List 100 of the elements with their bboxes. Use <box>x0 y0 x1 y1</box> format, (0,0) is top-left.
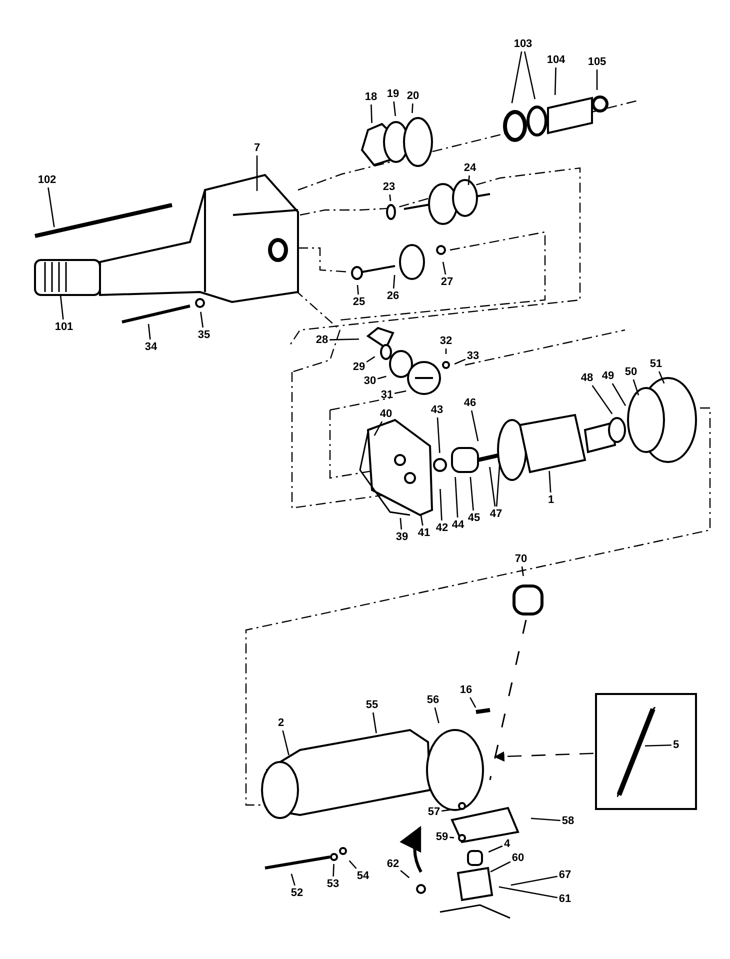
callout-number: 30 <box>364 375 376 387</box>
leader-line <box>256 156 258 191</box>
callout-number: 16 <box>460 684 472 696</box>
callout-number: 18 <box>364 91 378 103</box>
leader-line <box>454 476 458 518</box>
leader-line <box>445 348 447 354</box>
leader-line <box>596 70 598 90</box>
leader-line <box>632 379 640 396</box>
leader-line <box>470 697 476 708</box>
leader-line <box>592 385 613 414</box>
callout-number: 4 <box>504 838 510 850</box>
callout-number: 52 <box>290 887 304 899</box>
callout-number: 42 <box>436 522 448 534</box>
leader-line <box>450 836 454 838</box>
leader-line <box>434 707 440 724</box>
leader-line <box>442 809 452 812</box>
callout-number: 44 <box>452 519 464 531</box>
callout-number: 48 <box>580 372 594 384</box>
leader-line <box>612 383 626 406</box>
leader-line <box>511 51 522 104</box>
leader-line <box>524 51 536 100</box>
callout-number: 40 <box>380 408 392 420</box>
arrow <box>494 751 594 762</box>
callout-number: 27 <box>440 276 454 288</box>
callout-number: 45 <box>468 512 480 524</box>
leader-line <box>356 284 359 295</box>
leader-line <box>530 818 560 822</box>
leader-line <box>489 466 496 507</box>
leader-line <box>496 464 500 507</box>
leader-line <box>440 488 442 521</box>
callout-number: 5 <box>672 739 680 751</box>
leader-line <box>470 476 474 511</box>
leader-line <box>394 390 406 394</box>
callout-number: 25 <box>352 296 366 308</box>
callout-number: 35 <box>198 329 210 341</box>
callout-number: 54 <box>356 870 370 882</box>
leader-line <box>282 730 290 756</box>
callout-number: 46 <box>464 397 476 409</box>
leader-line <box>370 104 372 124</box>
callout-number: 34 <box>144 341 158 353</box>
leader-line <box>48 187 55 228</box>
leader-line <box>60 294 64 320</box>
leader-line <box>393 101 396 116</box>
callout-number: 70 <box>514 553 528 565</box>
leader-line <box>454 358 466 365</box>
leader-line <box>400 518 402 530</box>
leader-line <box>200 312 204 328</box>
leader-line <box>389 194 392 202</box>
callout-number: 47 <box>490 508 502 520</box>
callout-number: 59 <box>436 831 448 843</box>
callout-number: 31 <box>380 389 394 401</box>
callout-number: 58 <box>562 815 574 827</box>
callout-number: 43 <box>430 404 444 416</box>
leader-line <box>148 324 151 340</box>
callout-number: 41 <box>418 527 430 539</box>
callout-number: 23 <box>382 181 396 193</box>
leader-line <box>554 67 556 96</box>
leader-line <box>400 870 410 878</box>
callout-number: 26 <box>386 290 400 302</box>
callout-number: 29 <box>352 361 366 373</box>
callout-number: 105 <box>588 56 606 68</box>
leader-line <box>372 712 377 734</box>
leader-line <box>374 421 383 436</box>
callout-number: 2 <box>278 717 284 729</box>
callout-number: 33 <box>466 350 480 362</box>
leader-line <box>548 470 552 493</box>
leader-line <box>490 861 511 872</box>
callout-number: 20 <box>406 90 420 102</box>
callout-number: 101 <box>54 321 74 333</box>
callout-number: 53 <box>326 878 340 890</box>
leader-line <box>510 876 558 886</box>
callout-number: 102 <box>38 174 56 186</box>
leader-line <box>442 262 446 275</box>
callout-number: 61 <box>558 893 572 905</box>
callout-number: 24 <box>464 162 476 174</box>
callout-number: 55 <box>366 699 378 711</box>
leader-line <box>348 860 357 869</box>
callout-number: 39 <box>396 531 408 543</box>
callout-number: 103 <box>514 38 532 50</box>
inset-panel <box>595 693 697 810</box>
callout-number: 1 <box>548 494 554 506</box>
leader-line <box>498 886 558 898</box>
callout-number: 60 <box>512 852 524 864</box>
leader-line <box>521 566 524 576</box>
leader-line <box>332 864 334 877</box>
callout-number: 51 <box>650 358 662 370</box>
leader-line <box>470 410 479 442</box>
callout-number: 56 <box>426 694 440 706</box>
leader-line <box>658 371 665 384</box>
leader-line <box>644 744 672 747</box>
callout-number: 57 <box>428 806 440 818</box>
leader-line <box>420 514 424 526</box>
callout-number: 49 <box>602 370 614 382</box>
leader-line <box>366 356 376 363</box>
callout-number: 104 <box>546 54 566 66</box>
callout-number: 67 <box>558 869 572 881</box>
leader-line <box>377 376 386 380</box>
leader-line <box>392 274 396 289</box>
callout-number: 32 <box>440 335 452 347</box>
leader-line <box>488 845 503 853</box>
